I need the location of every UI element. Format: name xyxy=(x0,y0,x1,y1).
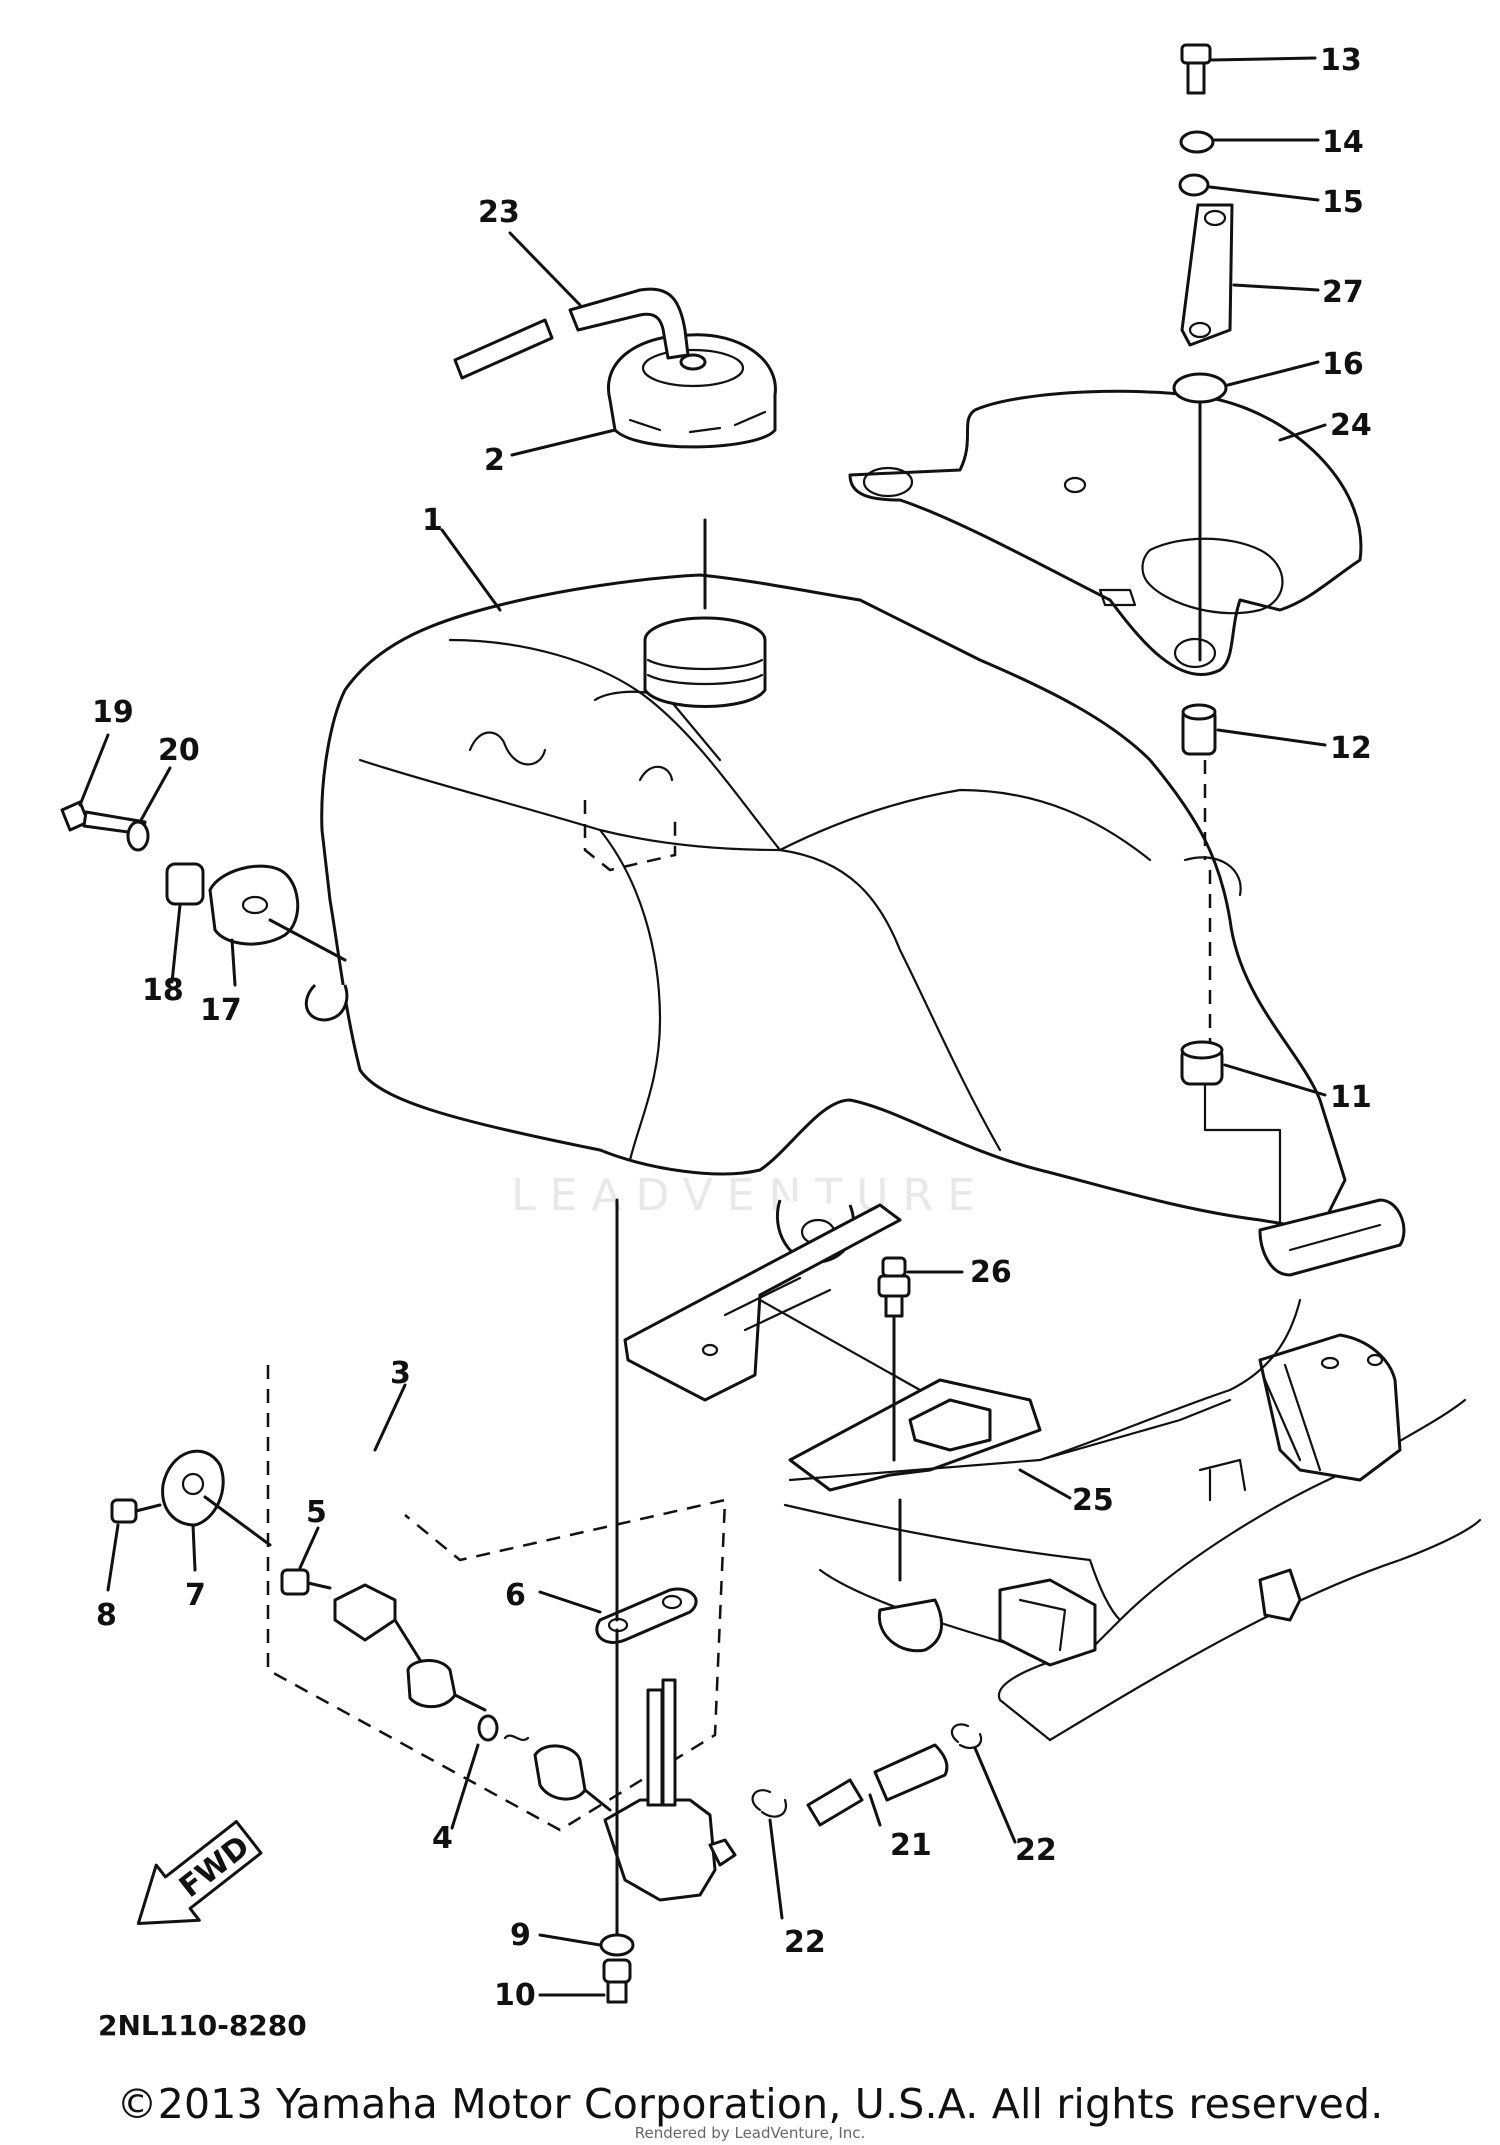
washer-20[interactable] xyxy=(126,820,150,852)
callout-23: 23 xyxy=(478,195,520,230)
tank-cover-plate[interactable] xyxy=(848,389,1363,677)
callout-26: 26 xyxy=(970,1255,1012,1290)
damper-12[interactable] xyxy=(1181,703,1217,756)
fuel-cock-body[interactable] xyxy=(603,1678,737,1902)
bolt-10[interactable] xyxy=(602,1958,632,2004)
callout-12: 12 xyxy=(1330,731,1372,766)
collar-18[interactable] xyxy=(165,862,205,906)
frame-bracket xyxy=(877,1578,1097,1667)
callout-4: 4 xyxy=(432,1821,453,1856)
fuel-cock-lever-7[interactable] xyxy=(161,1449,225,1527)
washer-9[interactable] xyxy=(599,1933,635,1957)
callout-8: 8 xyxy=(96,1598,117,1633)
o-ring-4[interactable] xyxy=(477,1714,499,1742)
screw-8[interactable] xyxy=(110,1498,162,1524)
watermark-text: LEADVENTURE xyxy=(511,1170,989,1221)
fuel-tank[interactable] xyxy=(304,573,1347,1264)
callout-25: 25 xyxy=(1072,1483,1114,1518)
callout-22-left: 22 xyxy=(784,1925,826,1960)
part-code: 2NL110-8280 xyxy=(98,2009,307,2042)
callout-2: 2 xyxy=(484,443,505,478)
upper-bolt-13[interactable] xyxy=(1180,43,1212,95)
washer-16[interactable] xyxy=(1172,372,1228,404)
callout-14: 14 xyxy=(1322,125,1364,160)
hose-clip-22-right[interactable] xyxy=(950,1723,983,1750)
callout-15: 15 xyxy=(1322,185,1364,220)
callout-22-right: 22 xyxy=(1015,1833,1057,1868)
callout-1: 1 xyxy=(422,503,443,538)
fuel-cock-valve[interactable] xyxy=(406,1659,457,1709)
washer-14[interactable] xyxy=(1179,130,1215,154)
fwd-arrow: FWD xyxy=(136,1820,263,1925)
leader-lines xyxy=(78,56,1327,1997)
fuel-cock-plate[interactable] xyxy=(333,1583,397,1642)
fuel-cap[interactable] xyxy=(607,333,777,449)
hose-clip-22-left[interactable] xyxy=(751,1789,788,1818)
callout-6: 6 xyxy=(505,1578,526,1613)
fuel-hose-21[interactable] xyxy=(806,1743,949,1827)
callout-9: 9 xyxy=(510,1918,531,1953)
screw-5[interactable] xyxy=(280,1568,332,1596)
callout-19: 19 xyxy=(92,695,134,730)
frame xyxy=(783,1333,1482,1742)
damper-11[interactable] xyxy=(1180,1040,1224,1086)
callout-27: 27 xyxy=(1322,275,1364,310)
callout-17: 17 xyxy=(200,993,242,1028)
bolt-26[interactable] xyxy=(877,1256,911,1318)
callout-21: 21 xyxy=(890,1828,932,1863)
callout-11: 11 xyxy=(1330,1080,1372,1115)
fuel-cock-assembly-outline xyxy=(266,1365,727,1832)
stay-27[interactable] xyxy=(1180,203,1234,347)
callout-18: 18 xyxy=(142,973,184,1008)
callout-16: 16 xyxy=(1322,347,1364,382)
grommet-17[interactable] xyxy=(208,864,300,946)
callout-3: 3 xyxy=(390,1356,411,1391)
callout-20: 20 xyxy=(158,733,200,768)
callout-24: 24 xyxy=(1330,408,1372,443)
callout-13: 13 xyxy=(1320,43,1362,78)
rendered-by-text: Rendered by LeadVenture, Inc. xyxy=(634,2124,866,2142)
fuel-cock-filter[interactable] xyxy=(533,1744,587,1801)
callouts: 1 2 3 4 5 6 7 8 9 10 11 12 13 14 15 16 1… xyxy=(92,43,1372,2013)
callout-10: 10 xyxy=(494,1978,536,2013)
heat-shield-25[interactable] xyxy=(623,1198,1406,1492)
callout-7: 7 xyxy=(185,1578,206,1613)
breather-hose[interactable] xyxy=(453,287,690,380)
callout-5: 5 xyxy=(306,1495,327,1530)
fuel-cock-bracket-6[interactable] xyxy=(595,1587,698,1644)
washer-15[interactable] xyxy=(1178,173,1210,197)
copyright-text: ©2013 Yamaha Motor Corporation, U.S.A. A… xyxy=(116,2080,1384,2128)
